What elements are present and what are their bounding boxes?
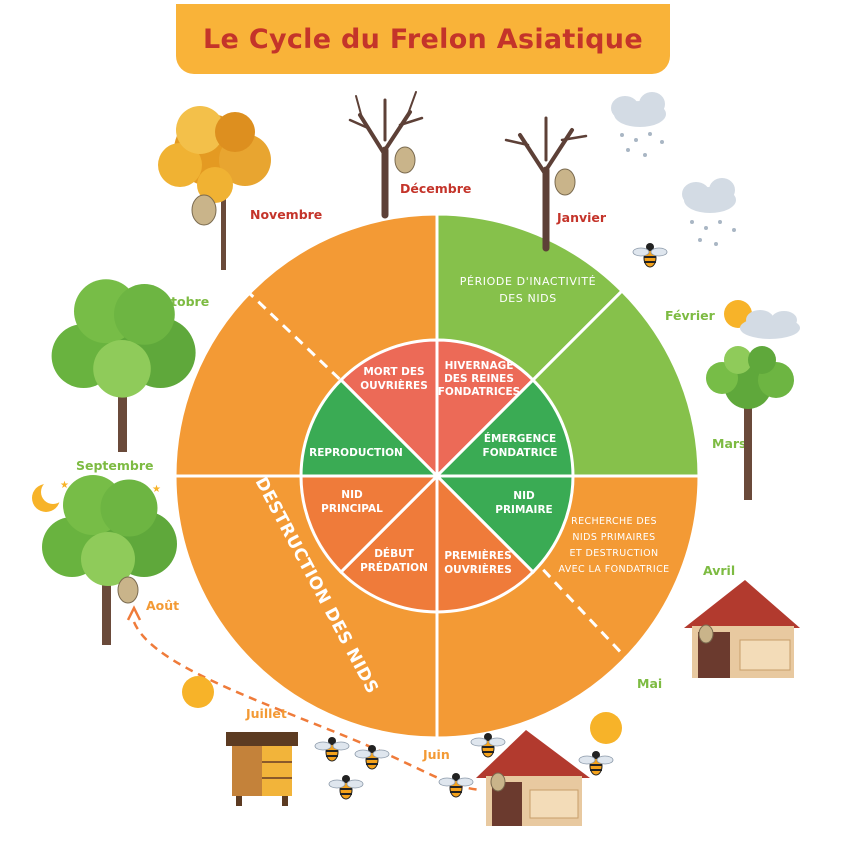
hornet-icon [578, 750, 614, 776]
moon-icon: ★ ★ [32, 480, 161, 512]
tree-octobre-icon [51, 279, 196, 452]
month-decembre: Décembre [400, 181, 471, 196]
label-hivernage-3: FONDATRICES [438, 386, 521, 398]
hornet-icon [328, 774, 364, 800]
label-mort-1: MORT DES [363, 366, 424, 378]
month-mars: Mars [712, 436, 746, 451]
label-nid-primaire-2: PRIMAIRE [495, 504, 552, 516]
label-debut-1: DÉBUT [374, 547, 414, 560]
month-septembre: Septembre [76, 458, 154, 473]
sun-juillet-icon [182, 676, 214, 708]
rain-cloud-icon [611, 92, 666, 157]
month-mai: Mai [637, 676, 662, 691]
sun-juin-icon [590, 712, 622, 744]
inner-sector-nid-primaire [433, 474, 575, 575]
inner-sector-nid-principal [299, 474, 441, 575]
label-nid-principal-1: NID [341, 489, 363, 501]
month-juin: Juin [422, 747, 450, 762]
hornet-icon [632, 242, 668, 268]
label-recherche-4: AVEC LA FONDATRICE [558, 564, 669, 575]
label-emergence-1: ÉMERGENCE [484, 432, 556, 445]
arrow-icon [126, 605, 142, 621]
label-inactivite-2: DES NIDS [499, 292, 557, 305]
svg-text:★: ★ [152, 484, 161, 495]
month-fevrier: Février [665, 308, 716, 323]
label-debut-2: PRÉDATION [360, 561, 428, 574]
inner-sector-premieres-ouvrieres [435, 472, 536, 614]
inner-sector-reproduction [299, 377, 441, 478]
hornet-icon [354, 744, 390, 770]
label-reproduction: REPRODUCTION [309, 447, 403, 459]
page-title: Le Cycle du Frelon Asiatique [203, 24, 643, 55]
label-premieres-2: OUVRIÈRES [444, 563, 512, 576]
label-recherche-3: ET DESTRUCTION [570, 548, 659, 559]
label-hivernage-1: HIVERNAGE [445, 360, 514, 372]
house-avril-icon [684, 580, 800, 678]
inner-sector-mort-ouvrieres [338, 338, 439, 480]
label-premieres-1: PREMIÈRES [444, 549, 511, 562]
month-aout: Août [146, 598, 179, 613]
label-emergence-2: FONDATRICE [483, 447, 558, 459]
label-inactivite-1: PÉRIODE D'INACTIVITÉ [460, 275, 596, 288]
month-novembre: Novembre [250, 207, 322, 222]
label-nid-principal-2: PRINCIPAL [321, 503, 383, 515]
hornet-icon [314, 736, 350, 762]
beehive-icon [226, 732, 298, 806]
house-juin-icon [476, 730, 590, 826]
label-recherche-2: NIDS PRIMAIRES [572, 532, 655, 543]
title-banner: Le Cycle du Frelon Asiatique [176, 4, 670, 74]
rain-cloud-2-icon [682, 178, 736, 246]
month-juillet: Juillet [245, 706, 287, 721]
tree-septembre-icon [42, 475, 177, 645]
tree-novembre-icon [158, 106, 271, 270]
tree-mars-icon [706, 346, 794, 500]
inner-sector-hivernage [435, 338, 536, 480]
nest-janvier-icon [554, 168, 576, 196]
inner-sector-debut-predation [338, 472, 439, 614]
label-hivernage-2: DES REINES [444, 373, 514, 385]
sun-cloud-icon [724, 300, 800, 339]
month-janvier: Janvier [556, 210, 607, 225]
label-recherche-1: RECHERCHE DES [571, 516, 657, 527]
inner-sector-emergence [433, 377, 575, 478]
svg-text:★: ★ [60, 480, 69, 491]
nest-decembre-icon [394, 146, 416, 174]
tree-janvier-icon [504, 116, 588, 252]
hornet-icon [438, 772, 474, 798]
label-mort-2: OUVRIÈRES [360, 379, 428, 392]
label-nid-primaire-1: NID [513, 490, 535, 502]
month-avril: Avril [703, 563, 735, 578]
tree-decembre-icon [348, 91, 424, 219]
